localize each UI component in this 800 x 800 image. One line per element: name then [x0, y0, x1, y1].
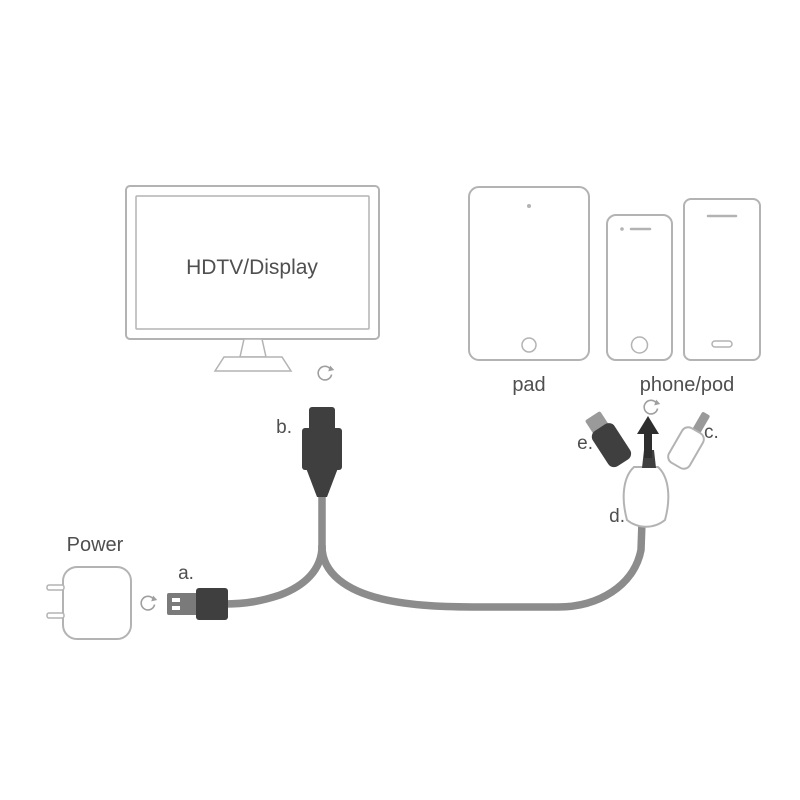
power-adapter: Power — [46, 534, 132, 640]
micro-usb-connector-e — [585, 411, 632, 468]
phone-home-button — [630, 336, 649, 354]
label-e: e. — [577, 433, 593, 454]
power-prong-top — [46, 584, 65, 591]
pad-label: pad — [512, 374, 545, 396]
label-b: b. — [276, 417, 292, 438]
tablet-camera-dot — [527, 204, 531, 208]
hdtv-display: HDTV/Display — [125, 185, 380, 372]
pod-device: phone/pod — [640, 198, 761, 396]
plug-direction-arrow-icon — [637, 416, 659, 458]
usb-connector: a. — [167, 563, 228, 620]
rotate-connect-icon-power — [140, 594, 158, 611]
tablet-device: pad — [468, 186, 590, 396]
hdmi-connector: b. — [276, 407, 342, 497]
label-d: d. — [609, 506, 625, 527]
pod-body — [683, 198, 761, 361]
adapter-hub-shell — [622, 466, 670, 528]
power-label: Power — [67, 534, 124, 556]
adapter-hub-d — [622, 450, 670, 528]
monitor-stand-neck — [239, 338, 267, 358]
hdmi-plug-tip — [309, 407, 335, 433]
hdtv-display-label: HDTV/Display — [186, 256, 318, 279]
power-adapter-body — [62, 566, 132, 640]
usb-plug-body — [196, 588, 228, 620]
hdmi-plug-body — [302, 428, 342, 470]
tablet-body — [468, 186, 590, 361]
usb-metal-shroud — [167, 593, 198, 615]
cable-right-branch — [318, 518, 646, 611]
rotate-connect-icon-phone — [643, 398, 662, 415]
phone-camera-dot — [620, 227, 624, 231]
label-a: a. — [178, 563, 194, 584]
label-c: c. — [704, 422, 719, 443]
cable-left-branch — [220, 542, 326, 608]
tablet-home-button — [521, 337, 537, 353]
lightning-connector-c — [667, 412, 710, 470]
cable — [220, 474, 646, 611]
monitor-stand-base — [213, 356, 293, 372]
hdmi-plug-strain-relief — [306, 468, 338, 497]
pod-home-button — [711, 340, 733, 348]
rotate-connect-icon-display — [317, 364, 336, 381]
phone-device — [606, 214, 673, 361]
monitor-screen — [135, 195, 370, 330]
usb-pin-hole-top — [172, 598, 180, 602]
arrow-shaft — [644, 433, 652, 458]
micro-usb-body — [591, 423, 632, 468]
usb-pin-hole-bottom — [172, 606, 180, 610]
arrow-head — [637, 416, 659, 434]
lightning-body — [667, 426, 705, 470]
phone-pod-label: phone/pod — [640, 374, 735, 396]
phone-body — [606, 214, 673, 361]
power-prong-bottom — [46, 612, 65, 619]
